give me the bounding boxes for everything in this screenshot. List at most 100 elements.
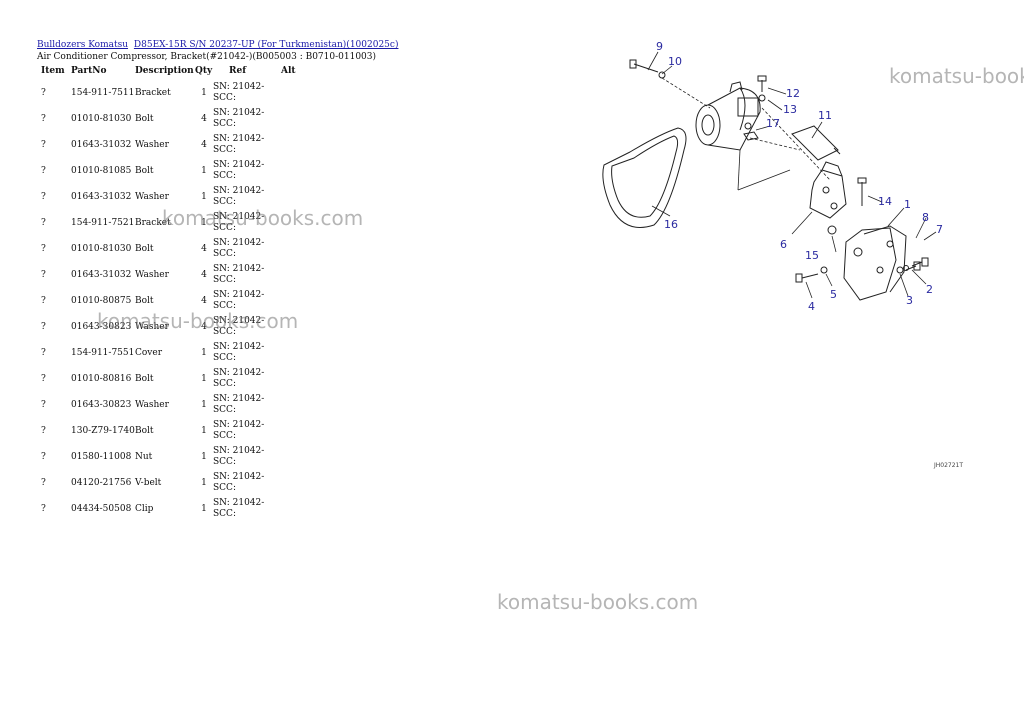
row-partno: 01010-80816 (71, 374, 132, 384)
row-qty: 1 (201, 218, 207, 228)
row-ref: SN: 21042-SCC: (213, 498, 265, 519)
row-item: ? (41, 192, 46, 202)
watermark: komatsu-books.com (97, 309, 299, 333)
row-partno: 01010-80875 (71, 296, 132, 306)
row-partno: 01580-11008 (71, 452, 132, 462)
row-qty: 1 (201, 192, 207, 202)
header-item: Item (41, 66, 65, 76)
row-partno: 04120-21756 (71, 478, 132, 488)
row-qty: 1 (201, 374, 207, 384)
callout-11: 11 (818, 109, 832, 122)
upper-bracket-drawing (809, 161, 847, 219)
callout-14: 14 (878, 195, 892, 208)
callout-9: 9 (656, 40, 663, 53)
row-description: Nut (135, 452, 153, 462)
row-item: ? (41, 426, 46, 436)
callout-6: 6 (780, 238, 787, 251)
row-alt (281, 340, 311, 366)
row-partno: 01643-30823 (71, 322, 132, 332)
row-alt (281, 262, 311, 288)
row-partno: 154-911-7521 (71, 218, 135, 228)
row-partno: 01643-31032 (71, 192, 132, 202)
row-item: ? (41, 374, 46, 384)
header-partno: PartNo (71, 66, 107, 76)
row-ref: SN: 21042-SCC: (213, 186, 265, 207)
row-qty: 1 (201, 426, 207, 436)
row-description: Bolt (135, 166, 154, 176)
row-item: ? (41, 114, 46, 124)
row-description: Bolt (135, 114, 154, 124)
row-item: ? (41, 478, 46, 488)
table-header-row: Item PartNo Description Qty Ref Alt (37, 66, 311, 80)
watermark: komatsu-books.com (889, 64, 1024, 88)
breadcrumb-link-model[interactable]: D85EX-15R S/N 20237-UP (For Turkmenistan… (133, 40, 399, 50)
row-description: Bolt (135, 374, 154, 384)
row-description: Washer (135, 270, 169, 280)
row-description: Bolt (135, 426, 154, 436)
breadcrumb-link-category[interactable]: Bulldozers Komatsu (37, 40, 129, 50)
row-ref: SN: 21042-SCC: (213, 394, 265, 415)
callout-17: 17 (766, 117, 780, 130)
parts-table: Item PartNo Description Qty Ref Alt ?154… (37, 66, 311, 522)
row-item: ? (41, 296, 46, 306)
row-item: ? (41, 452, 46, 462)
guide-lines (661, 77, 831, 191)
row-ref: SN: 21042-SCC: (213, 472, 265, 493)
row-description: Washer (135, 192, 169, 202)
row-description: Washer (135, 140, 169, 150)
row-alt (281, 236, 311, 262)
row-alt (281, 496, 311, 522)
row-qty: 1 (201, 166, 207, 176)
row-partno: 01643-31032 (71, 140, 132, 150)
row-alt (281, 80, 311, 106)
header-description: Description (135, 66, 194, 76)
leader-lines (647, 51, 937, 299)
row-item: ? (41, 244, 46, 254)
callout-12: 12 (786, 87, 800, 100)
callout-10: 10 (668, 55, 682, 68)
row-item: ? (41, 348, 46, 358)
row-qty: 4 (201, 244, 207, 254)
watermark: komatsu-books.com (497, 590, 699, 614)
header-ref: Ref (229, 66, 247, 76)
page-title: Air Conditioner Compressor, Bracket(#210… (37, 52, 377, 62)
row-partno: 154-911-7511 (71, 88, 135, 98)
row-qty: 4 (201, 322, 207, 332)
row-qty: 1 (201, 452, 207, 462)
lower-bracket-drawing (843, 225, 907, 301)
row-description: Bracket (135, 88, 171, 98)
callout-7: 7 (936, 223, 943, 236)
v-belt-drawing (602, 127, 687, 228)
row-qty: 1 (201, 504, 207, 514)
row-item: ? (41, 166, 46, 176)
row-ref: SN: 21042-SCC: (213, 134, 265, 155)
callout-1: 1 (904, 198, 911, 211)
row-description: Cover (135, 348, 163, 358)
row-item: ? (41, 88, 46, 98)
row-partno: 01010-81085 (71, 166, 132, 176)
row-description: Washer (135, 400, 169, 410)
row-description: Bracket (135, 218, 171, 228)
watermark: komatsu-books.com (162, 206, 364, 230)
row-item: ? (41, 504, 46, 514)
row-partno: 01643-31032 (71, 270, 132, 280)
callout-3: 3 (906, 294, 913, 307)
row-ref: SN: 21042-SCC: (213, 316, 265, 337)
row-qty: 1 (201, 478, 207, 488)
row-item: ? (41, 140, 46, 150)
row-description: V-belt (135, 478, 162, 488)
row-item: ? (41, 218, 46, 228)
